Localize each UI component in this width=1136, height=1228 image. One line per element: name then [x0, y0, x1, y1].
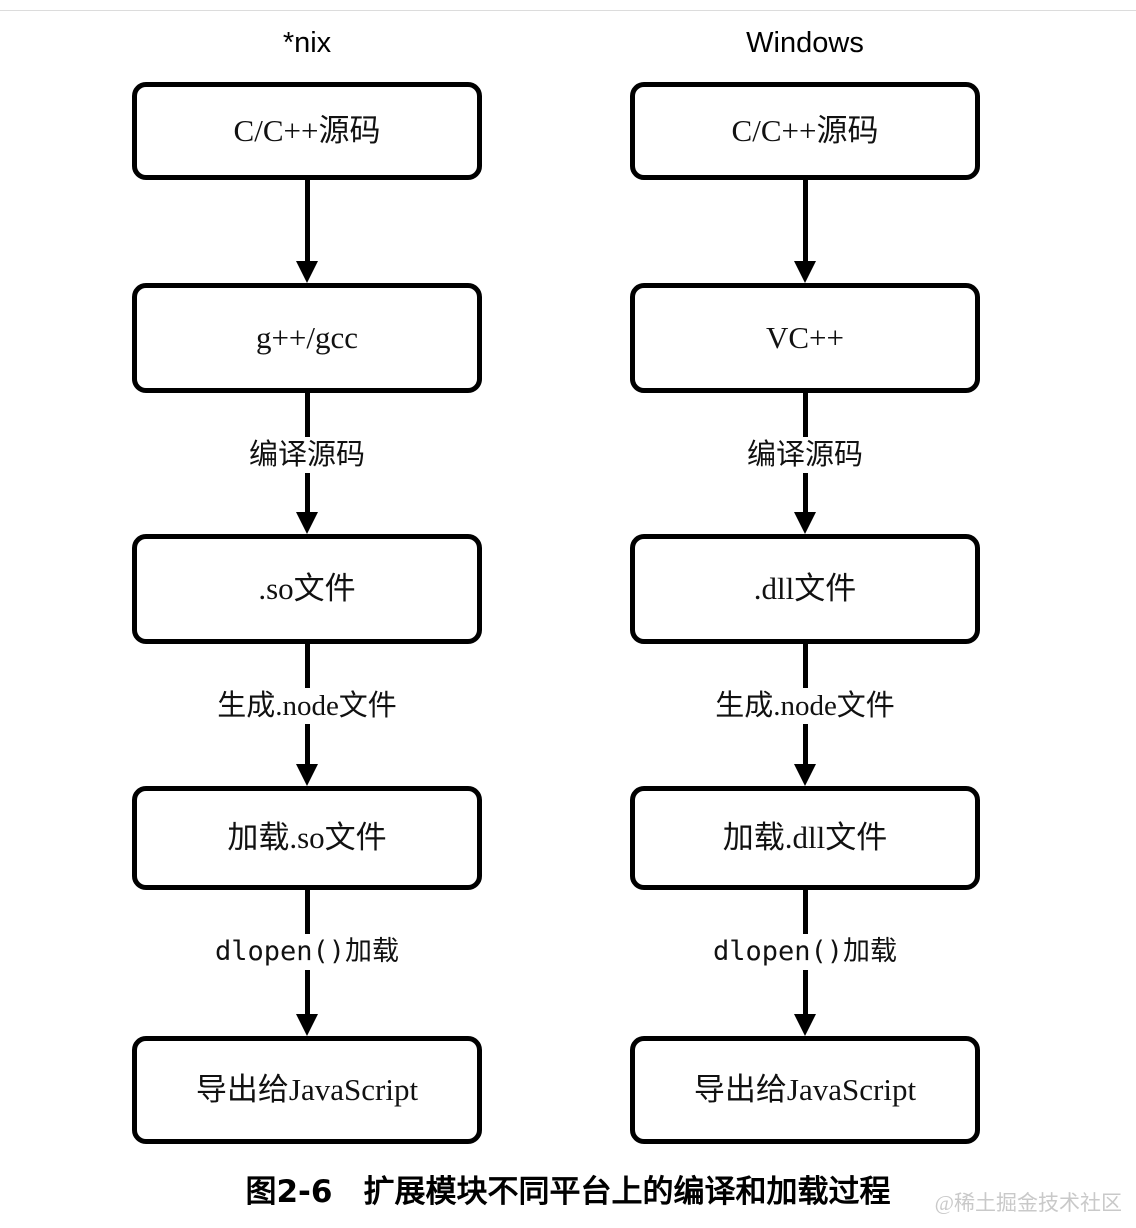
edge-windows-compiler-to-dll: 编译源码 [625, 393, 985, 534]
figure-caption: 图2-6 扩展模块不同平台上的编译和加载过程 [245, 1174, 891, 1210]
column-header-nix: *nix [282, 27, 332, 59]
edge-label: 生成.node文件 [207, 688, 407, 724]
node-windows-load-dll: 加载.dll文件 [630, 786, 980, 890]
node-label: VC++ [765, 320, 845, 355]
arrow-head-icon [794, 512, 816, 534]
edge-label: dlopen()加载 [702, 934, 908, 970]
watermark: @稀土掘金技术社区 [934, 1191, 1122, 1215]
arrow-head-icon [296, 764, 318, 786]
flow-column-nix: C/C++源码 g++/gcc 编译源码 .so文件 生成.node文件 加载.… [127, 0, 487, 1228]
edge-windows-dll-to-load: 生成.node文件 [625, 644, 985, 786]
node-label: .dll文件 [753, 571, 857, 606]
edge-nix-load-to-export: dlopen()加载 [127, 890, 487, 1036]
node-label: 导出给JavaScript [195, 1072, 419, 1107]
node-label: 加载.dll文件 [722, 820, 888, 855]
node-windows-dll-file: .dll文件 [630, 534, 980, 644]
node-windows-export-js: 导出给JavaScript [630, 1036, 980, 1144]
column-header-windows: Windows [746, 27, 864, 59]
edge-windows-source-to-compiler [625, 180, 985, 283]
edge-nix-so-to-load: 生成.node文件 [127, 644, 487, 786]
node-label: 加载.so文件 [227, 820, 387, 855]
node-label: 导出给JavaScript [693, 1072, 917, 1107]
flow-column-windows: C/C++源码 VC++ 编译源码 .dll文件 生成.node文件 加载.dl… [625, 0, 985, 1228]
arrow-head-icon [296, 512, 318, 534]
node-label: C/C++源码 [233, 113, 381, 148]
edge-label: 编译源码 [736, 437, 874, 473]
edge-label: dlopen()加载 [204, 934, 410, 970]
edge-nix-compiler-to-so: 编译源码 [127, 393, 487, 534]
edge-line [304, 180, 310, 263]
node-nix-compiler: g++/gcc [132, 283, 482, 393]
page-top-divider [0, 10, 1136, 11]
node-label: C/C++源码 [731, 113, 879, 148]
edge-label: 生成.node文件 [705, 688, 905, 724]
arrow-head-icon [794, 1014, 816, 1036]
arrow-head-icon [794, 261, 816, 283]
node-nix-load-so: 加载.so文件 [132, 786, 482, 890]
arrow-head-icon [794, 764, 816, 786]
node-label: .so文件 [258, 571, 356, 606]
node-nix-export-js: 导出给JavaScript [132, 1036, 482, 1144]
node-nix-source: C/C++源码 [132, 82, 482, 180]
edge-line [802, 180, 808, 263]
node-windows-compiler: VC++ [630, 283, 980, 393]
arrow-head-icon [296, 261, 318, 283]
edge-label: 编译源码 [238, 437, 376, 473]
edge-nix-source-to-compiler [127, 180, 487, 283]
node-windows-source: C/C++源码 [630, 82, 980, 180]
node-nix-so-file: .so文件 [132, 534, 482, 644]
node-label: g++/gcc [255, 320, 359, 355]
arrow-head-icon [296, 1014, 318, 1036]
edge-windows-load-to-export: dlopen()加载 [625, 890, 985, 1036]
